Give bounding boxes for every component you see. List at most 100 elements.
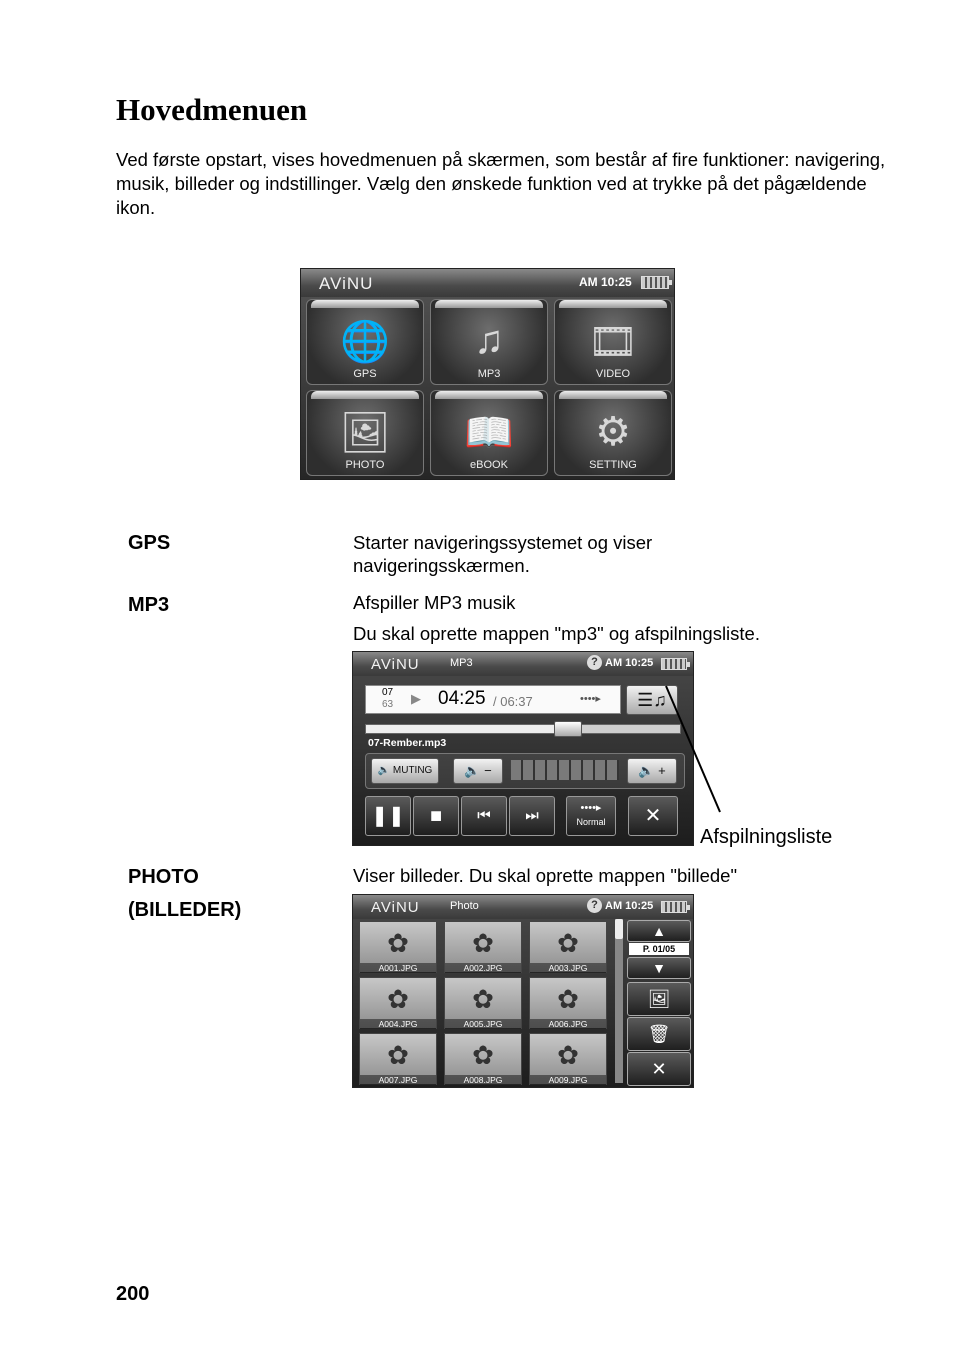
flower-photo-icon: ✿ [387, 984, 409, 1014]
intro-paragraph: Ved første opstart, vises hovedmenuen på… [116, 149, 886, 218]
device-status-bar: AViNU MP3 ? AM 10:25 [353, 652, 693, 676]
pause-button[interactable]: ❚❚ [365, 796, 411, 836]
volume-panel: 🔈 MUTING 🔈 − 🔈 + [365, 753, 685, 789]
volume-level-bar[interactable] [511, 760, 619, 780]
speaker-icon: 🔈 [377, 765, 391, 776]
page-down-button[interactable]: ▼ [627, 957, 691, 979]
menu-tile-label: MP3 [477, 368, 501, 380]
next-track-button[interactable]: ⏭ [509, 796, 555, 836]
flower-photo-icon: ✿ [472, 1040, 494, 1070]
photo-thumbnail[interactable]: ✿A002.JPG [444, 921, 522, 973]
menu-tile-label: VIDEO [595, 368, 631, 380]
scrollbar[interactable] [615, 919, 623, 1083]
track-duration: / 06:37 [493, 694, 533, 709]
music-disc-icon: ♫ [474, 318, 504, 362]
thumbnail-filename: A007.JPG [360, 1075, 436, 1085]
menu-tile-ebook[interactable]: 📖 eBOOK [430, 390, 548, 476]
menu-tile-mp3[interactable]: ♫ MP3 [430, 299, 548, 385]
page-number: 200 [116, 1283, 150, 1305]
thumbnail-filename: A005.JPG [445, 1019, 521, 1029]
device-clock: AM 10:25 [579, 275, 632, 289]
photo-thumbnail[interactable]: ✿A005.JPG [444, 977, 522, 1029]
volume-down-button[interactable]: 🔈 − [453, 758, 503, 784]
photo-thumbnail[interactable]: ✿ A003.JPG [529, 921, 607, 973]
photo-term: PHOTO [128, 866, 199, 888]
film-reel-icon: 🎞 [587, 320, 639, 364]
photo-description: Viser billeder. Du skal oprette mappen "… [353, 865, 738, 886]
play-indicator-icon: ▶ [411, 691, 421, 706]
playlist-button[interactable]: ☰♫ [626, 685, 678, 715]
menu-tile-gps[interactable]: 🌐 GPS [306, 299, 424, 385]
gears-icon: ⚙ [595, 410, 631, 454]
photos-icon: 🖼 [339, 411, 391, 455]
page-up-button[interactable]: ▲ [627, 920, 691, 942]
progress-handle[interactable] [554, 721, 582, 737]
main-menu-screenshot: AViNU AM 10:25 🌐 GPS ♫ MP3 🎞 VIDEO 🖼 PHO… [300, 268, 675, 480]
device-status-bar: AViNU AM 10:25 [301, 269, 674, 297]
delete-button[interactable]: 🗑 [627, 1017, 691, 1051]
callout-line [665, 685, 721, 813]
now-playing-panel: 07 63 ▶ 04:25 / 06:37 ••••▸ [365, 685, 621, 714]
avinu-logo: AViNU [371, 899, 420, 916]
track-number: 07 [382, 687, 394, 698]
elapsed-time: 04:25 [438, 688, 486, 709]
track-filename: 07-Rember.mp3 [368, 737, 447, 749]
gps-term: GPS [128, 532, 171, 554]
mode-arrow-icon: ••••▸ [580, 693, 601, 705]
flower-photo-icon: ✿ [557, 928, 579, 958]
scrollbar-thumb[interactable] [615, 919, 623, 939]
gps-description: Starter navigeringssystemet og viser nav… [353, 532, 653, 576]
menu-tile-label: SETTING [589, 459, 637, 471]
menu-tile-setting[interactable]: ⚙ SETTING [554, 390, 672, 476]
screen-title: Photo [450, 900, 479, 912]
thumbnail-filename: A008.JPG [445, 1075, 521, 1085]
progress-fill [366, 725, 567, 733]
previous-track-button[interactable]: ⏮ [461, 796, 507, 836]
help-icon[interactable]: ? [587, 655, 602, 670]
page-indicator: P. 01/05 [629, 943, 689, 955]
photo-thumbnail[interactable]: ✿ A004.JPG [359, 977, 437, 1029]
photo-thumbnail[interactable]: ✿ A006.JPG [529, 977, 607, 1029]
mode-arrow-icon: ••••▸ [580, 802, 602, 814]
close-button[interactable]: ✕ [628, 796, 678, 836]
photo-term-danish: (BILLEDER) [128, 899, 242, 921]
mp3-term: MP3 [128, 594, 170, 616]
thumbnail-filename: A003.JPG [530, 963, 606, 973]
play-mode-label: Normal [576, 817, 606, 827]
menu-tile-label: PHOTO [345, 459, 385, 471]
thumbnail-filename: A004.JPG [360, 1019, 436, 1029]
photo-thumbnail[interactable]: ✿ A007.JPG [359, 1033, 437, 1085]
battery-icon [661, 658, 690, 670]
thumbnail-filename: A006.JPG [530, 1019, 606, 1029]
slideshow-icon: 🖼 [647, 989, 671, 1009]
battery-icon [641, 276, 672, 289]
play-mode-button[interactable]: ••••▸ Normal [566, 796, 616, 836]
progress-track[interactable] [365, 721, 681, 737]
globe-satellite-icon: 🌐 [340, 320, 390, 364]
muting-button[interactable]: 🔈 MUTING [371, 758, 439, 784]
page-title: Hovedmenuen [116, 92, 308, 127]
mp3-player-screenshot: AViNU MP3 ? AM 10:25 07 63 ▶ 04:25 / 06:… [352, 651, 694, 846]
photo-browser-screenshot: AViNU Photo ? AM 10:25 ✿A001.JPG✿A002.JP… [352, 894, 694, 1088]
flower-photo-icon: ✿ [472, 928, 494, 958]
menu-tile-photo[interactable]: 🖼 PHOTO [306, 390, 424, 476]
flower-photo-icon: ✿ [387, 1040, 409, 1070]
close-button[interactable]: ✕ [627, 1052, 691, 1086]
volume-up-button[interactable]: 🔈 + [627, 758, 677, 784]
mp3-instruction: Du skal oprette mappen "mp3" og afspilni… [353, 623, 760, 644]
trash-icon: 🗑 [647, 1024, 671, 1044]
flower-photo-icon: ✿ [557, 1040, 579, 1070]
photo-thumbnail[interactable]: ✿A009.JPG [529, 1033, 607, 1085]
menu-tile-label: eBOOK [470, 459, 508, 471]
avinu-logo: AViNU [319, 274, 374, 293]
slideshow-button[interactable]: 🖼 [627, 982, 691, 1016]
menu-tile-label: GPS [353, 368, 377, 380]
photo-thumbnail[interactable]: ✿A001.JPG [359, 921, 437, 973]
help-icon[interactable]: ? [587, 898, 602, 913]
photo-thumbnail[interactable]: ✿ A008.JPG [444, 1033, 522, 1085]
battery-icon [661, 901, 690, 913]
menu-tile-video[interactable]: 🎞 VIDEO [554, 299, 672, 385]
muting-label: MUTING [392, 765, 433, 776]
flower-photo-icon: ✿ [557, 984, 579, 1014]
stop-button[interactable]: ■ [413, 796, 459, 836]
